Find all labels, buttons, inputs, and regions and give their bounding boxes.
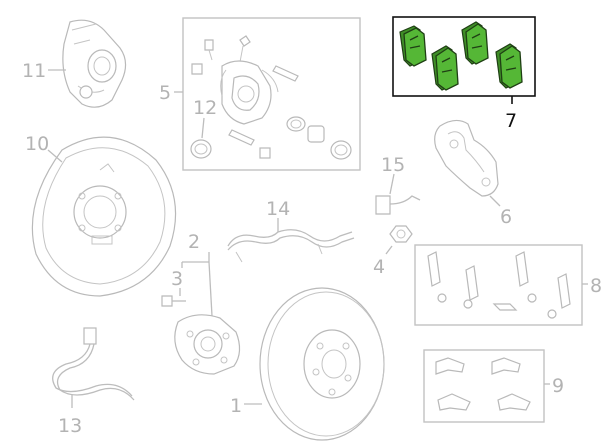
part-10-backing-plate[interactable] xyxy=(31,136,177,297)
part-14-hose[interactable] xyxy=(227,218,355,263)
part-1-rotor[interactable] xyxy=(244,287,385,441)
group-box-9 xyxy=(423,349,545,423)
callout-1: 1 xyxy=(230,395,242,417)
callout-3: 3 xyxy=(171,268,183,290)
callout-11: 11 xyxy=(22,60,46,82)
callout-6: 6 xyxy=(500,206,512,228)
callout-8: 8 xyxy=(590,275,602,297)
callout-10: 10 xyxy=(25,133,49,155)
part-12-seal[interactable] xyxy=(190,117,212,159)
callout-4: 4 xyxy=(373,256,385,278)
callout-5: 5 xyxy=(159,82,171,104)
part-11-actuator[interactable] xyxy=(48,19,127,108)
part-15-sensor[interactable] xyxy=(375,173,421,215)
part-9-clips[interactable] xyxy=(435,357,531,411)
callout-9: 9 xyxy=(552,375,564,397)
callout-7: 7 xyxy=(505,110,517,132)
callout-12: 12 xyxy=(193,97,217,119)
part-5-caliper[interactable] xyxy=(191,35,352,160)
callout-2: 2 xyxy=(188,231,200,253)
part-13-abs-sensor[interactable] xyxy=(52,327,135,408)
callout-15: 15 xyxy=(381,154,405,176)
part-3-bolt[interactable] xyxy=(161,288,186,307)
callout-13: 13 xyxy=(58,415,82,437)
part-6-bracket[interactable] xyxy=(434,119,501,207)
part-8-hardware[interactable] xyxy=(427,251,571,319)
part-4-nut[interactable] xyxy=(385,225,413,255)
callout-14: 14 xyxy=(266,198,290,220)
group-box-8 xyxy=(414,244,583,326)
group-box-7 xyxy=(392,16,536,97)
part-2-hub[interactable] xyxy=(174,314,241,375)
part-7-brake-pads[interactable] xyxy=(399,21,523,91)
group-box-5 xyxy=(182,17,361,171)
